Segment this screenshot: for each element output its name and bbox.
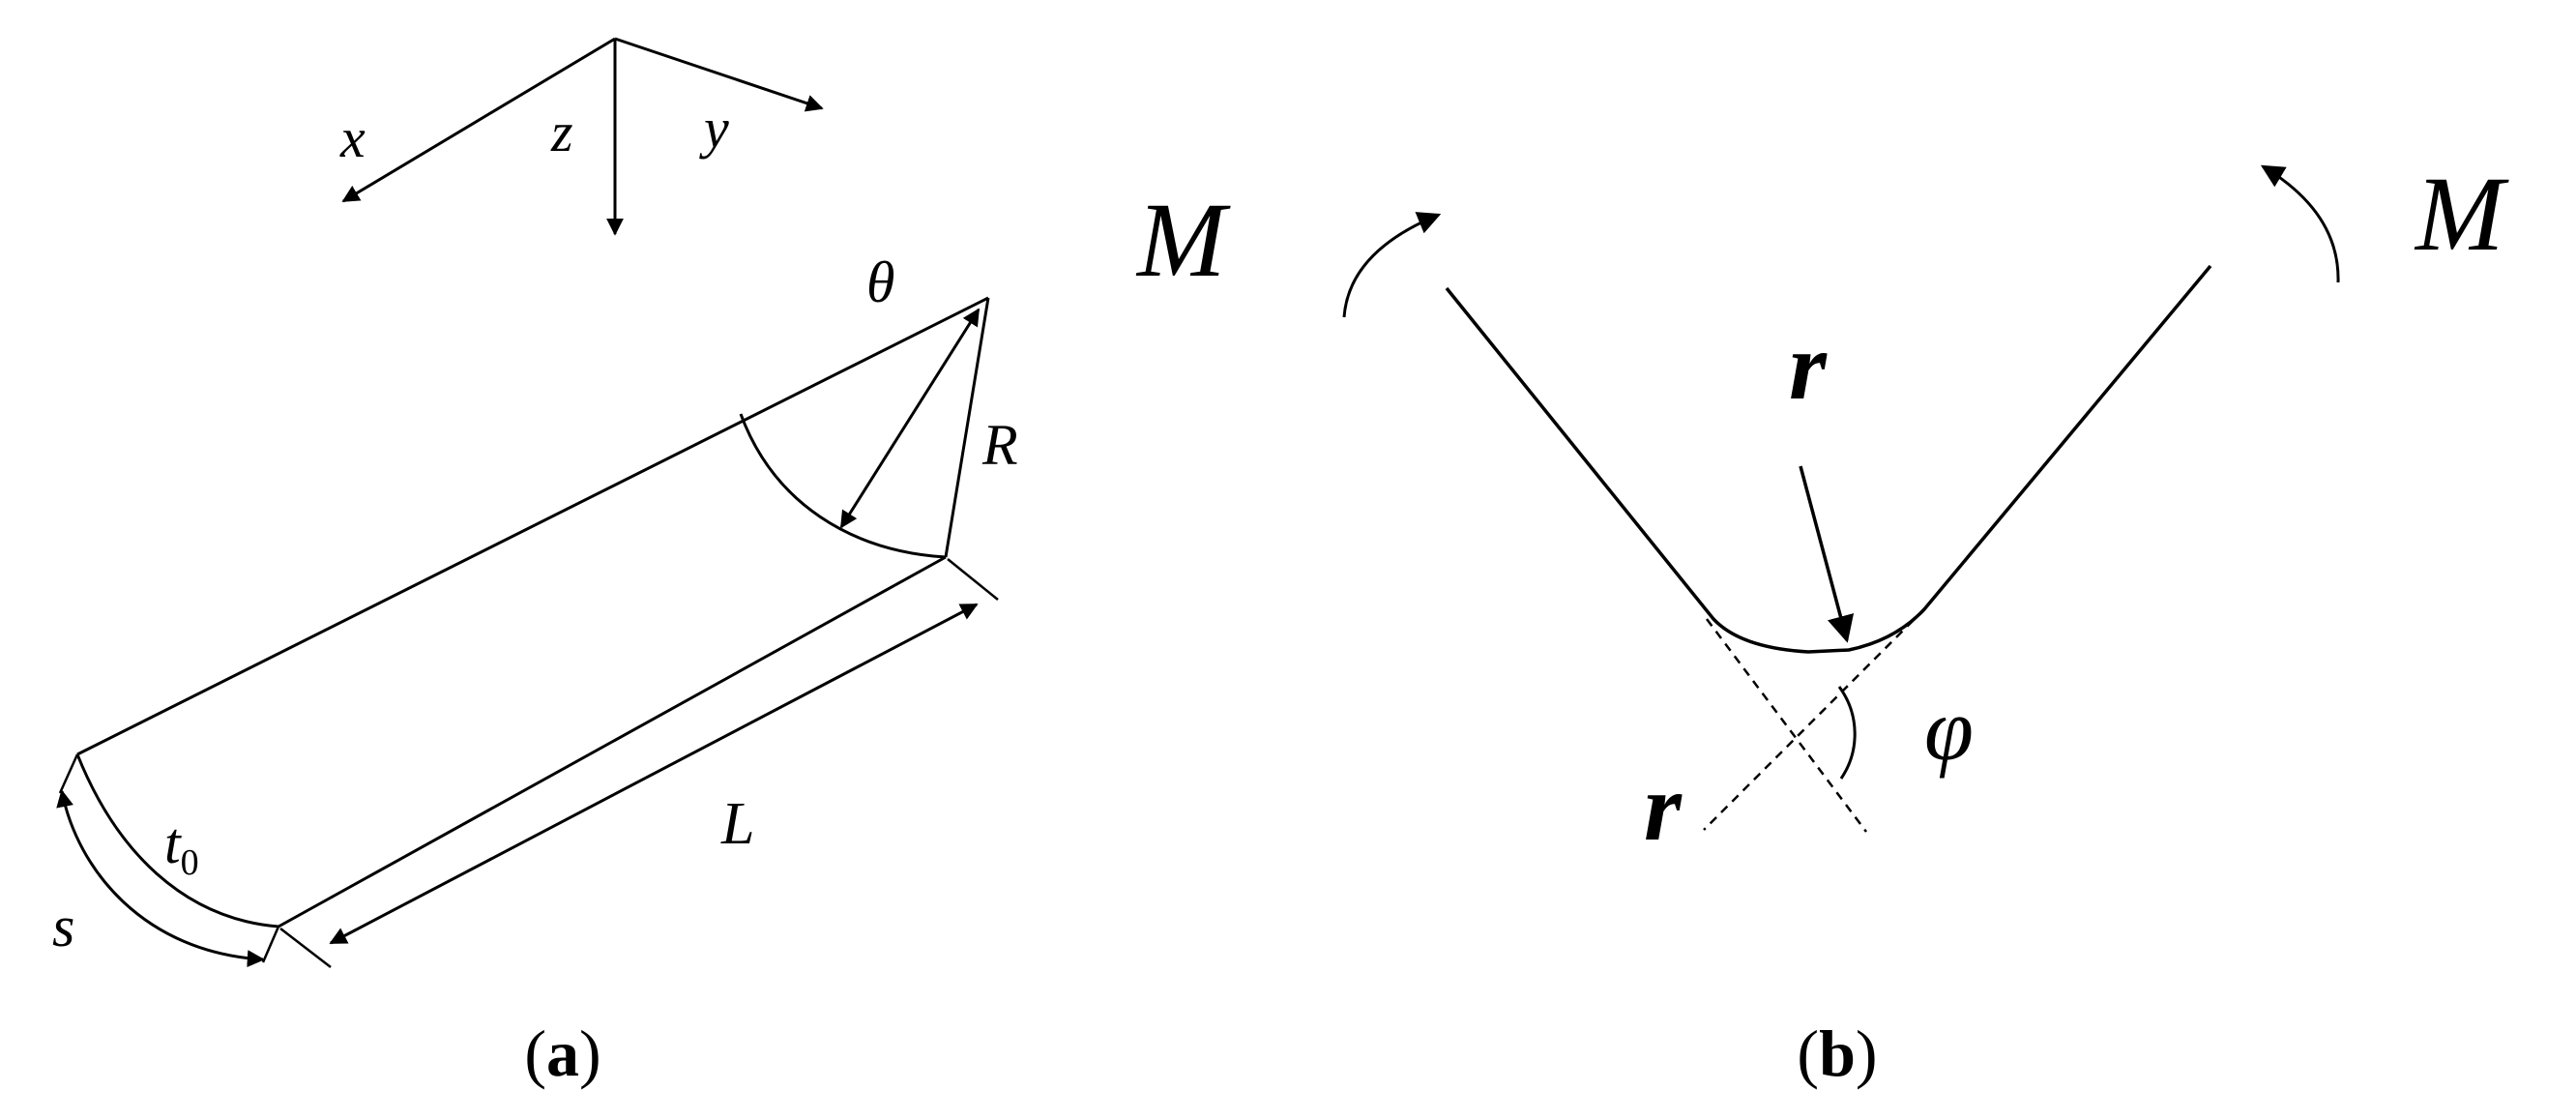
radius-arrow [1799, 465, 1855, 643]
shell-top-edge [76, 296, 989, 756]
phi-label: φ [1924, 680, 1974, 779]
y-axis-arrow [614, 37, 824, 112]
arc-dimension: s t0 [52, 753, 280, 968]
shell-bottom-edge [278, 555, 947, 928]
far-end-arc [739, 413, 947, 559]
moment-arrow-right [2260, 164, 2340, 283]
length-dimension: L [279, 558, 999, 968]
dashed-line-right [1703, 608, 1925, 831]
length-label: L [720, 791, 754, 857]
moment-label-left: M [1135, 181, 1231, 299]
radius-dimension: θ R [839, 251, 1018, 529]
radius-label-bottom: r [1644, 753, 1683, 861]
radius-arrow [839, 308, 981, 529]
length-extension-near [279, 928, 332, 968]
theta-label: θ [866, 251, 894, 314]
thickness-label: t0 [164, 811, 199, 883]
arc-extension-end [261, 926, 280, 963]
z-axis-label: z [550, 101, 573, 163]
length-arrow [329, 603, 979, 945]
y-axis-label: y [699, 97, 729, 160]
caption-a: (a) [524, 1017, 600, 1090]
moment-label-right: M [2414, 155, 2509, 273]
shell-body [75, 296, 990, 928]
arc-extension-start [58, 753, 79, 794]
panel-b: φ r r M M (b) [1135, 155, 2509, 1090]
arc-length-arrow [56, 789, 265, 968]
panel-a: x z y θ R L s [52, 37, 1018, 1090]
caption-b: (b) [1797, 1017, 1877, 1090]
dashed-line-left [1706, 618, 1867, 833]
coordinate-axes: x z y [339, 37, 824, 236]
x-axis-label: x [339, 106, 366, 169]
arc-length-label: s [52, 895, 74, 958]
phi-angle-arc [1837, 686, 1857, 780]
length-extension-far [947, 558, 999, 601]
moment-arrow-left [1342, 212, 1442, 318]
x-axis-arrow [341, 37, 616, 203]
radius-label: R [981, 413, 1018, 477]
bent-plate-profile [1445, 264, 2212, 654]
radius-label-top: r [1789, 312, 1828, 420]
